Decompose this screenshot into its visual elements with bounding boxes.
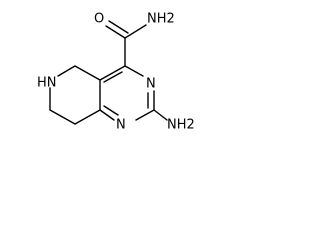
- amino-nh2-label: NH2: [167, 118, 195, 133]
- bond-n1-c8a-2: [103, 105, 119, 116]
- amide-nh2-label: NH2: [147, 12, 175, 27]
- structure-diagram: O NH2 N N NH2 HN: [37, 12, 195, 133]
- bond-c2-namino: [153, 109, 168, 121]
- bond-c4-c4a-2: [103, 71, 123, 83]
- molecule-canvas: O NH2 N N NH2 HN: [0, 0, 214, 160]
- bond-camide-o-1: [105, 25, 126, 39]
- bond-c2-n1: [135, 109, 155, 121]
- bond-c8-c8a: [74, 109, 101, 125]
- piperidine-nh-label: HN: [37, 76, 57, 91]
- bond-n1-c8a-1: [99, 109, 115, 121]
- ring-n1-label: N: [116, 118, 126, 133]
- bond-c4-c4a-1: [99, 65, 126, 81]
- bond-camide-n: [124, 24, 147, 39]
- bond-c5-n6: [57, 65, 76, 77]
- bond-c4-n3: [124, 65, 144, 77]
- ring-n3-label: N: [146, 77, 156, 92]
- bond-c7-c8: [49, 109, 76, 125]
- bond-c4a-c5: [74, 65, 101, 81]
- carbonyl-oxygen-label: O: [94, 12, 104, 27]
- bond-camide-o-2: [108, 20, 129, 34]
